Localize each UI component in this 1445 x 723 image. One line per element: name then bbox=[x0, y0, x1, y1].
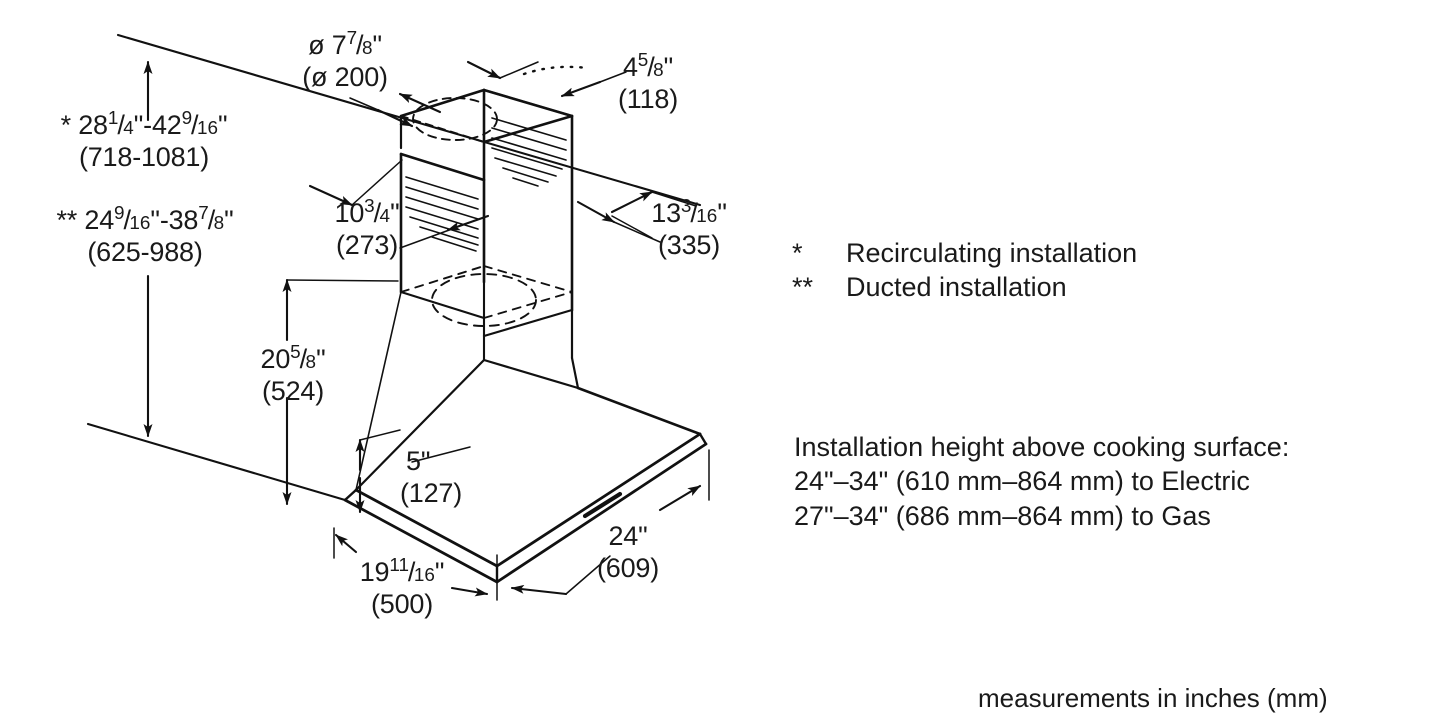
label-chimney-lower-width-inch: 103/4" bbox=[334, 196, 400, 228]
dimline-canopy-height bbox=[355, 429, 471, 514]
dimline-canopy-depth bbox=[333, 527, 498, 601]
legend-mark-ducted: ** bbox=[792, 272, 814, 303]
label-canopy-depth-inch: 1911/16" bbox=[359, 555, 445, 587]
label-chimney-lower-depth-inch: 133/16" bbox=[651, 196, 727, 228]
label-canopy-to-chimney-inch: 205/8" bbox=[260, 342, 326, 374]
dimline-duct-diameter bbox=[349, 92, 442, 128]
legend-mark-recirculating: * bbox=[792, 238, 803, 268]
installation-height-note: Installation height above cooking surfac… bbox=[794, 430, 1289, 533]
legend-label-recirculating: Recirculating installation bbox=[846, 238, 1138, 268]
duct-outlet-lower bbox=[431, 273, 537, 327]
label-duct-diameter-inch: ø 77/8" bbox=[308, 28, 382, 60]
label-canopy-to-chimney-metric: (524) bbox=[261, 375, 325, 406]
label-chimney-upper-depth-inch: 45/8" bbox=[622, 50, 674, 82]
label-canopy-height-inch: 5" bbox=[406, 446, 431, 476]
label-chimney-lower-depth-metric: (335) bbox=[657, 229, 721, 260]
label-recirculating-height-inch: * 281/4"-429/16" bbox=[60, 108, 228, 140]
label-canopy-to-chimney: 205/8" (524) bbox=[228, 342, 358, 408]
hatch-upper-chimney bbox=[491, 117, 567, 187]
dimline-chimney-lower-depth bbox=[576, 190, 697, 243]
installation-type-legend: * Recirculating installation ** Ducted ins… bbox=[792, 236, 1137, 305]
dimline-canopy-to-chimney bbox=[282, 278, 399, 506]
label-chimney-lower-width: 103/4" (273) bbox=[302, 196, 432, 262]
label-canopy-depth: 1911/16" (500) bbox=[322, 555, 482, 621]
control-slider bbox=[582, 491, 623, 519]
dimline-chimney-lower-width bbox=[308, 159, 490, 249]
dimline-chimney-upper-depth bbox=[466, 60, 627, 98]
installation-note-line-2: 24"–34" (610 mm–864 mm) to Electric bbox=[794, 466, 1250, 497]
label-recirculating-height-metric: (718-1081) bbox=[78, 141, 210, 172]
label-chimney-upper-depth-metric: (118) bbox=[617, 83, 679, 114]
installation-note-line-1: Installation height above cooking surfac… bbox=[794, 432, 1290, 462]
label-chimney-lower-depth: 133/16" (335) bbox=[614, 196, 764, 262]
label-canopy-width-metric: (609) bbox=[596, 552, 660, 583]
label-canopy-depth-metric: (500) bbox=[370, 588, 434, 619]
label-ducted-height: ** 249/16"-387/8" (625-988) bbox=[10, 203, 280, 269]
label-ducted-height-metric: (625-988) bbox=[87, 236, 203, 267]
label-duct-diameter: ø 77/8" (ø 200) bbox=[270, 28, 420, 94]
cooktop-reference-line bbox=[86, 422, 347, 502]
dimline-canopy-width bbox=[510, 449, 710, 596]
legend-row-ducted: ** Ducted installation bbox=[792, 270, 1137, 304]
label-chimney-upper-depth: 45/8" (118) bbox=[578, 50, 718, 116]
legend-row-recirculating: * Recirculating installation bbox=[792, 236, 1137, 270]
label-canopy-width-inch: 24" bbox=[608, 521, 648, 551]
label-canopy-height-metric: (127) bbox=[400, 477, 463, 508]
units-note: measurements in inches (mm) bbox=[978, 683, 1328, 713]
legend-label-ducted: Ducted installation bbox=[846, 272, 1067, 303]
hatch-lower-chimney bbox=[405, 176, 479, 252]
label-ducted-height-inch: ** 249/16"-387/8" bbox=[56, 203, 234, 235]
label-canopy-width: 24" (609) bbox=[568, 521, 688, 585]
label-duct-diameter-metric: (ø 200) bbox=[302, 61, 388, 92]
label-recirculating-height: * 281/4"-429/16" (718-1081) bbox=[14, 108, 274, 174]
label-chimney-lower-width-metric: (273) bbox=[335, 229, 399, 260]
installation-note-line-3: 27"–34" (686 mm–864 mm) to Gas bbox=[794, 500, 1211, 531]
label-canopy-height: 5" (127) bbox=[400, 446, 530, 510]
